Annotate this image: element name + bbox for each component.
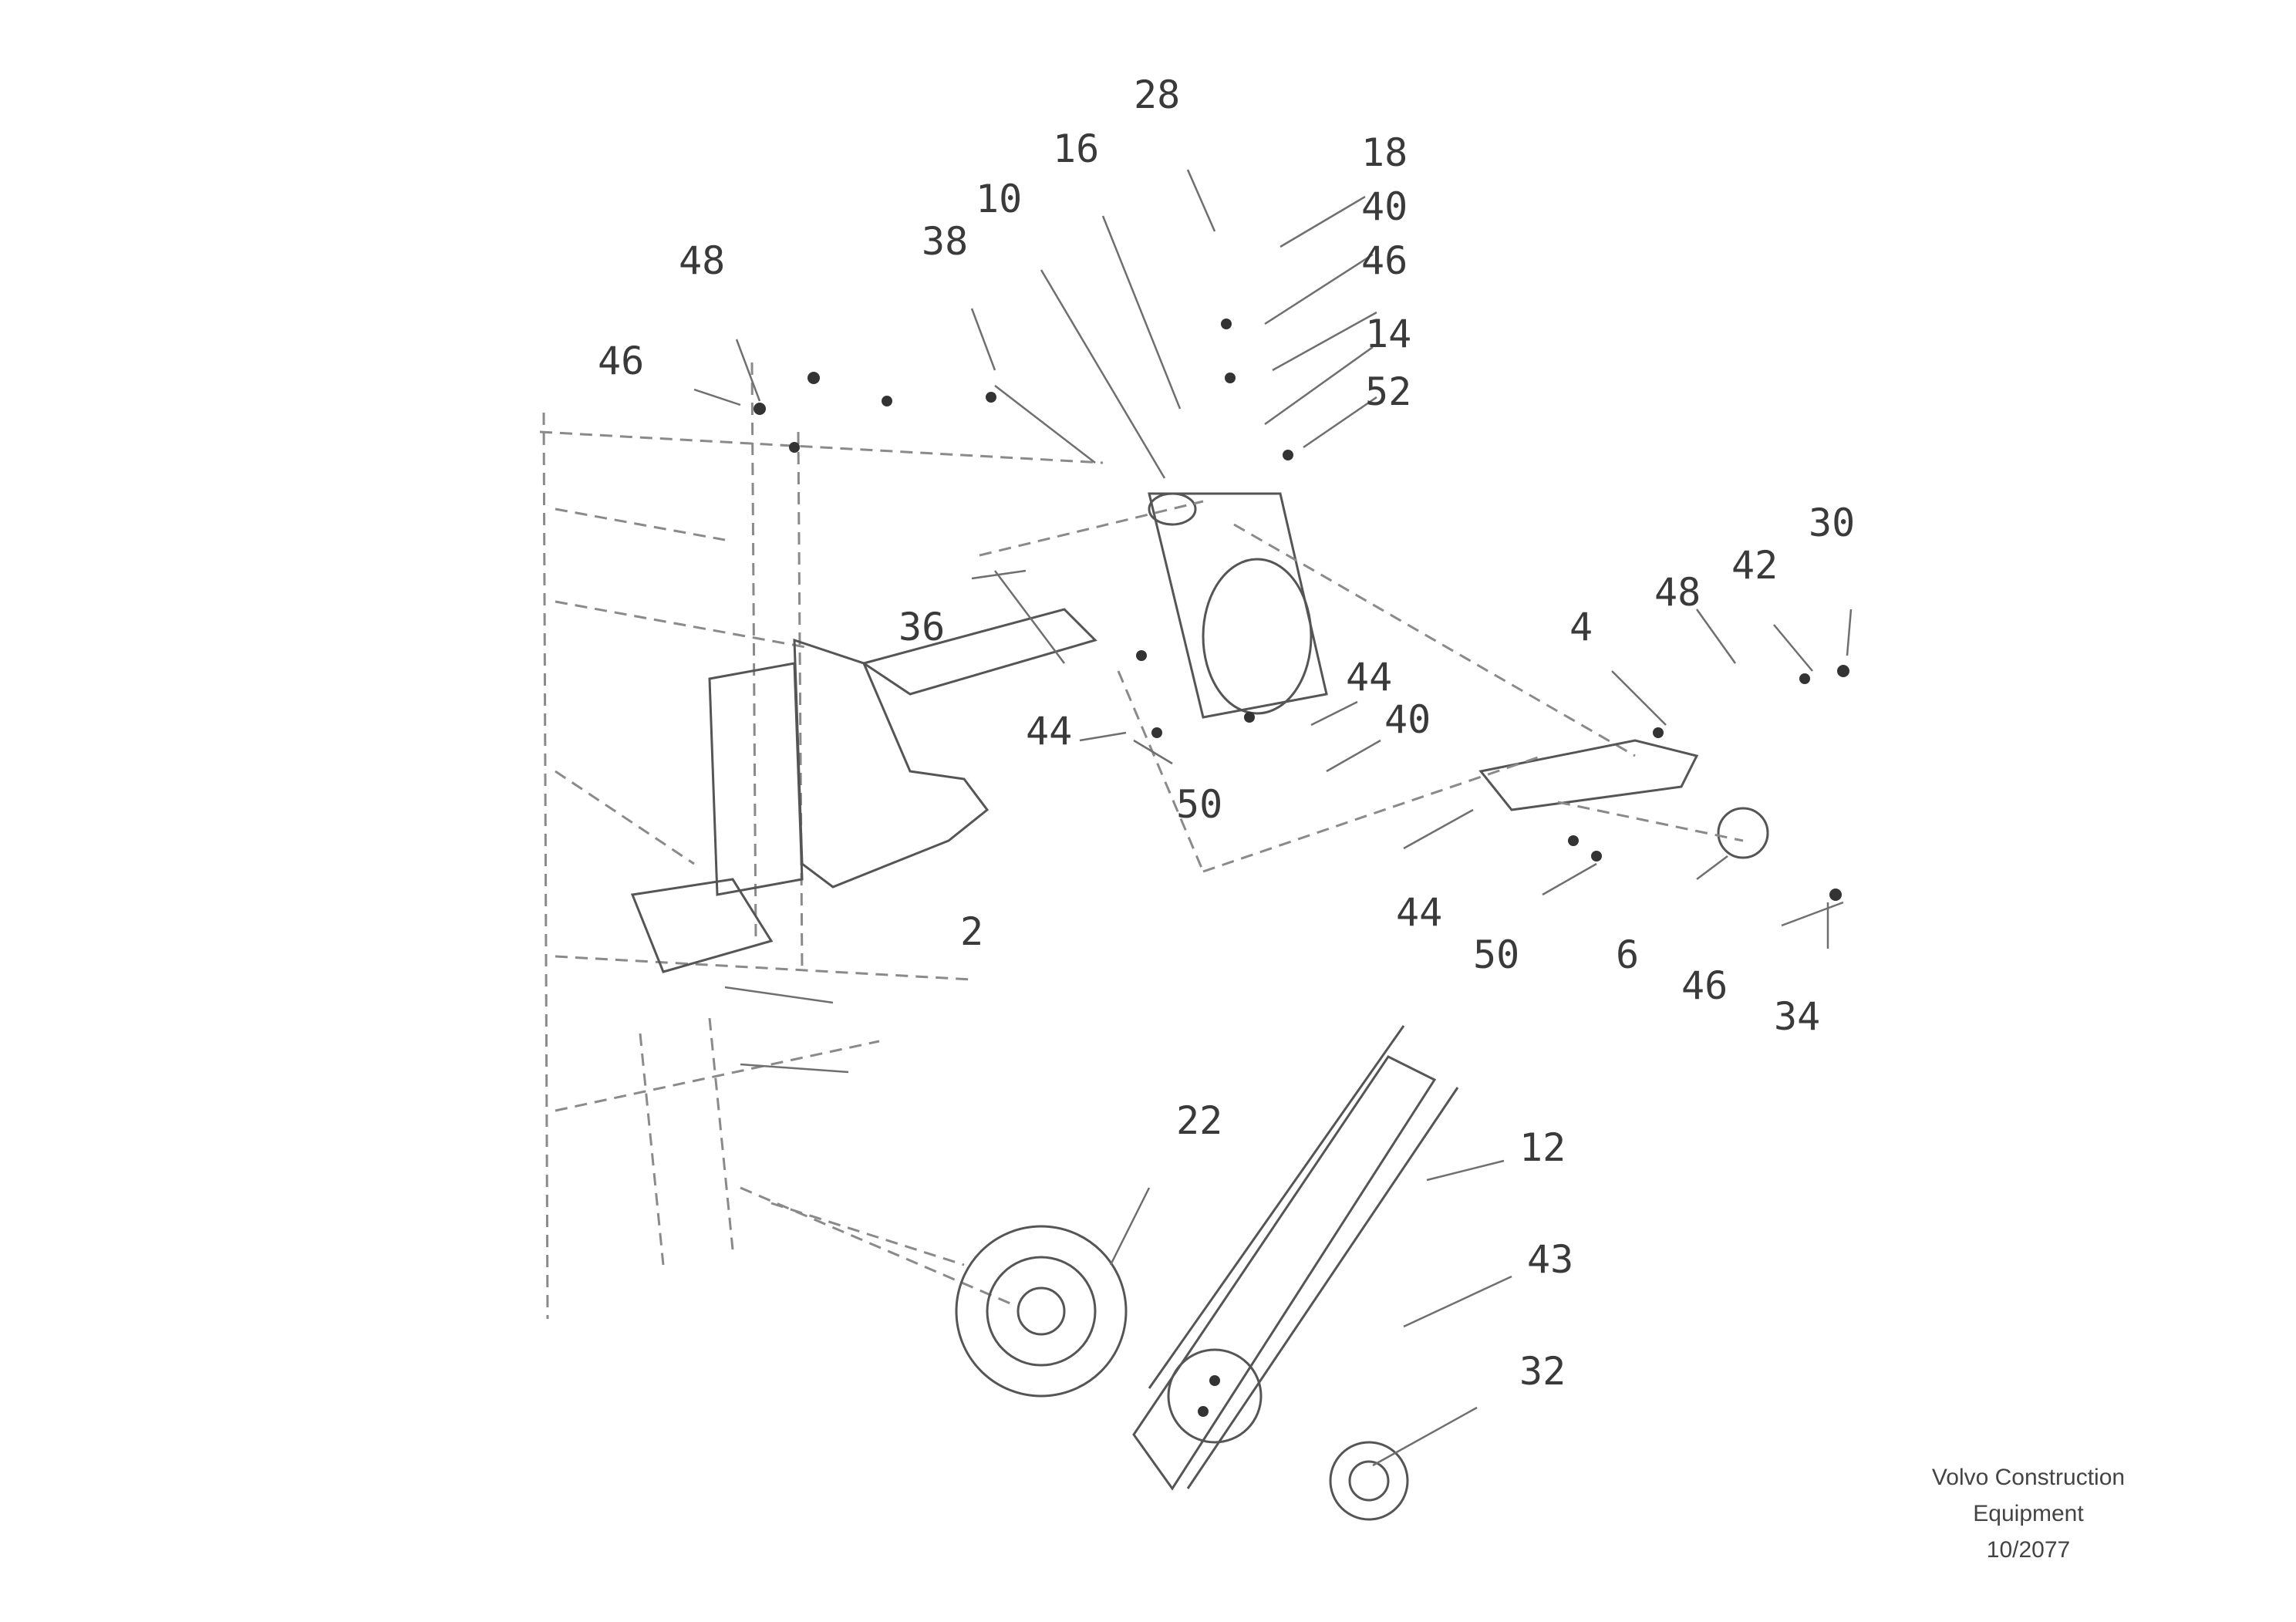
callout-38: 38 <box>922 219 968 264</box>
callout-22: 22 <box>1176 1098 1222 1143</box>
callout-52: 52 <box>1365 369 1411 414</box>
callout-10: 10 <box>976 177 1022 221</box>
fasteners <box>754 319 1849 1417</box>
callout-36: 36 <box>899 605 945 649</box>
callout-46-lower: 46 <box>1681 963 1728 1008</box>
watermark-line-3: 10/2077 <box>1987 1537 2070 1563</box>
callout-42: 42 <box>1731 543 1778 588</box>
callout-46-left: 46 <box>598 339 644 383</box>
callout-30: 30 <box>1809 501 1855 545</box>
callout-34: 34 <box>1774 994 1820 1039</box>
callout-48: 48 <box>679 238 725 283</box>
callout-44-mid: 44 <box>1026 709 1072 754</box>
callout-44-lower: 44 <box>1396 890 1442 935</box>
callout-32: 32 <box>1519 1349 1566 1394</box>
callout-46: 46 <box>1361 238 1408 283</box>
callout-44: 44 <box>1346 655 1392 700</box>
callout-48-right: 48 <box>1654 570 1701 615</box>
callout-18: 18 <box>1361 130 1408 175</box>
tension-arm <box>1117 670 1769 873</box>
callout-14: 14 <box>1365 312 1411 356</box>
callout-40: 40 <box>1361 184 1408 229</box>
watermark: Volvo Construction Equipment 10/2077 <box>1932 1465 2125 1563</box>
callout-43: 43 <box>1527 1237 1573 1282</box>
bracket-assembly <box>630 608 1097 1074</box>
callout-28: 28 <box>1134 73 1180 117</box>
callout-12: 12 <box>1519 1125 1566 1170</box>
watermark-line-1: Volvo Construction <box>1932 1465 2125 1490</box>
watermark-line-2: Equipment <box>1973 1501 2084 1526</box>
callout-4: 4 <box>1569 605 1593 649</box>
belt-drive <box>770 1025 1459 1521</box>
cylinder-drum <box>979 492 1636 757</box>
callout-50: 50 <box>1176 782 1222 827</box>
callout-40-mid: 40 <box>1384 697 1431 742</box>
callout-labels: 28 16 10 38 18 40 46 14 52 48 46 36 4 48… <box>598 73 1855 1394</box>
callout-2: 2 <box>960 909 983 954</box>
callout-16: 16 <box>1053 126 1099 171</box>
machine-frame-outline <box>539 362 1104 1320</box>
callout-6: 6 <box>1616 932 1639 977</box>
leader-lines <box>693 169 1853 1467</box>
callout-50-lower: 50 <box>1473 932 1519 977</box>
